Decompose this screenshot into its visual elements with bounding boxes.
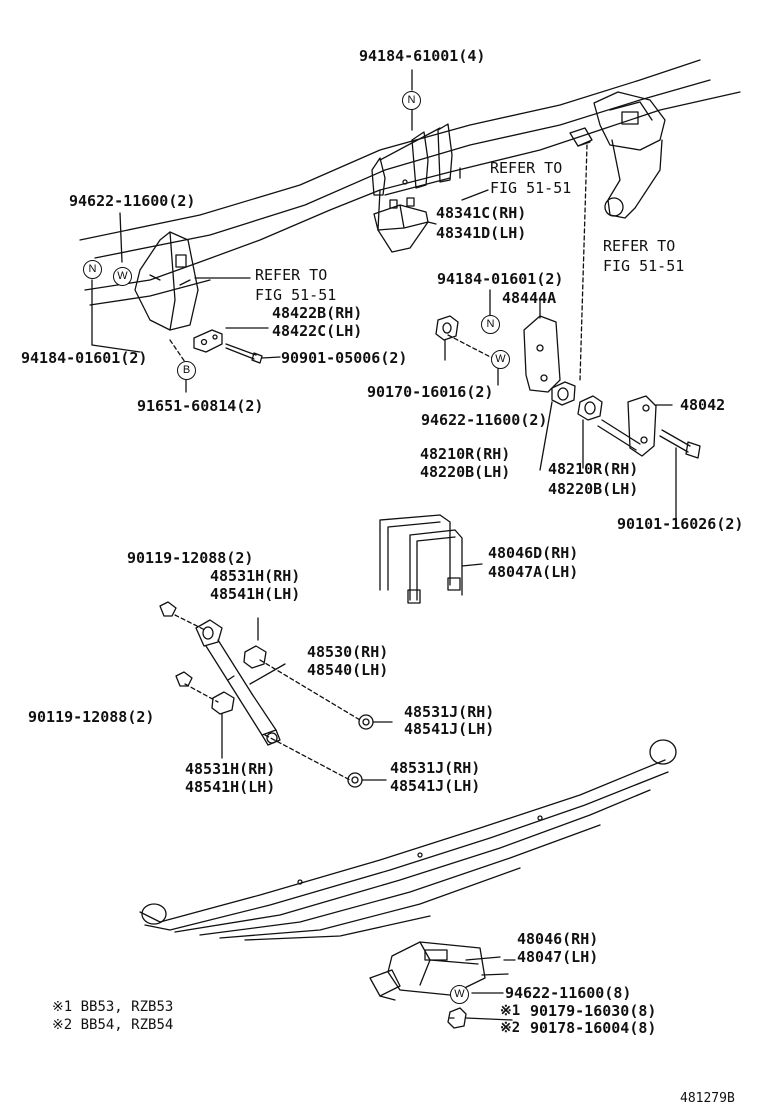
label-94622-11600-seat: 94622-11600(8)	[505, 984, 632, 1002]
label-48530: 48530(RH)	[307, 643, 389, 661]
bolt-90101	[659, 429, 701, 521]
bushings	[551, 381, 603, 421]
label-48042: 48042	[680, 396, 726, 414]
b-marker-icon: B	[177, 361, 196, 380]
plate-48422	[193, 329, 223, 353]
label-48046D: 48046D(RH)	[488, 544, 579, 562]
refer-fig-text: FIG 51-51	[490, 179, 572, 197]
label-94622-11600-front: 94622-11600(2)	[69, 192, 196, 210]
center-bracket	[371, 123, 453, 196]
rear-hanger	[569, 91, 666, 219]
shackle-48042	[597, 395, 657, 457]
shock-absorber	[195, 619, 286, 746]
label-48531J-lower: 48531J(RH)	[390, 759, 481, 777]
leaf-spring	[139, 739, 677, 941]
shackle-plate-48444A	[523, 315, 561, 393]
refer-to-text: REFER TO	[603, 237, 676, 255]
label-90170-16016: 90170-16016(2)	[367, 383, 494, 401]
nut-90179	[447, 1007, 513, 1029]
label-90101-16026: 90101-16026(2)	[617, 515, 744, 533]
label-90179-16030: 90179-16030(8)	[530, 1002, 657, 1020]
label-48541H-lower: 48541H(LH)	[185, 778, 276, 796]
label-48531J-upper: 48531J(RH)	[404, 703, 495, 721]
label-90901-05006: 90901-05006(2)	[281, 349, 408, 367]
label-90178-16004: 90178-16004(8)	[530, 1019, 657, 1037]
n-marker-icon: N	[481, 315, 500, 334]
label-48540: 48540(LH)	[307, 661, 389, 679]
leader-lines	[91, 69, 673, 994]
bolts-90119	[159, 601, 193, 687]
mark-1-prefix: ※1	[500, 1003, 521, 1019]
label-94184-01601-front: 94184-01601(2)	[21, 349, 148, 367]
w-marker-icon: W	[491, 350, 510, 369]
label-48341C: 48341C(RH)	[436, 204, 527, 222]
footnote-1: ※1 BB53, RZB53	[52, 999, 174, 1015]
label-48541J-upper: 48541J(LH)	[404, 720, 495, 738]
front-hanger-bracket	[134, 231, 199, 331]
refer-to-text: REFER TO	[490, 159, 563, 177]
washers-48531J	[347, 714, 393, 788]
nut-90170	[435, 315, 459, 361]
figure-id: 481279B	[680, 1091, 735, 1106]
refer-fig-text: FIG 51-51	[603, 257, 685, 275]
w-marker-icon: W	[113, 267, 132, 286]
label-48220B-right: 48220B(LH)	[548, 480, 639, 498]
label-48422B: 48422B(RH)	[272, 304, 363, 322]
refer-to-text: REFER TO	[255, 266, 328, 284]
u-bolts	[379, 514, 483, 604]
label-48210R-left: 48210R(RH)	[420, 445, 511, 463]
label-48541J-lower: 48541J(LH)	[390, 777, 481, 795]
bushings-48531H	[211, 617, 267, 759]
label-90119-12088-lower: 90119-12088(2)	[28, 708, 155, 726]
label-48531H-upper: 48531H(RH)	[210, 567, 301, 585]
bump-stopper	[373, 197, 429, 253]
label-48341D: 48341D(LH)	[436, 224, 527, 242]
footnote-2: ※2 BB54, RZB54	[52, 1017, 174, 1033]
label-94622-11600-rear: 94622-11600(2)	[421, 411, 548, 429]
label-94184-01601-rear: 94184-01601(2)	[437, 270, 564, 288]
label-91651-60814: 91651-60814(2)	[137, 397, 264, 415]
label-48444A: 48444A	[502, 289, 557, 307]
label-48220B-left: 48220B(LH)	[420, 463, 511, 481]
spring-seat	[369, 941, 509, 1001]
label-48210R-right: 48210R(RH)	[548, 460, 639, 478]
label-94184-61001: 94184-61001(4)	[359, 47, 486, 65]
label-48047: 48047(LH)	[517, 948, 599, 966]
bolt-90901	[225, 343, 281, 364]
label-48047A: 48047A(LH)	[488, 563, 579, 581]
label-48531H-lower: 48531H(RH)	[185, 760, 276, 778]
w-marker-icon: W	[450, 985, 469, 1004]
n-marker-icon: N	[83, 260, 102, 279]
label-90119-12088-upper: 90119-12088(2)	[127, 549, 254, 567]
n-marker-icon: N	[402, 91, 421, 110]
mark-2-prefix: ※2	[500, 1020, 521, 1036]
label-48046: 48046(RH)	[517, 930, 599, 948]
label-48541H-upper: 48541H(LH)	[210, 585, 301, 603]
label-48422C: 48422C(LH)	[272, 322, 363, 340]
refer-fig-text: FIG 51-51	[255, 286, 337, 304]
